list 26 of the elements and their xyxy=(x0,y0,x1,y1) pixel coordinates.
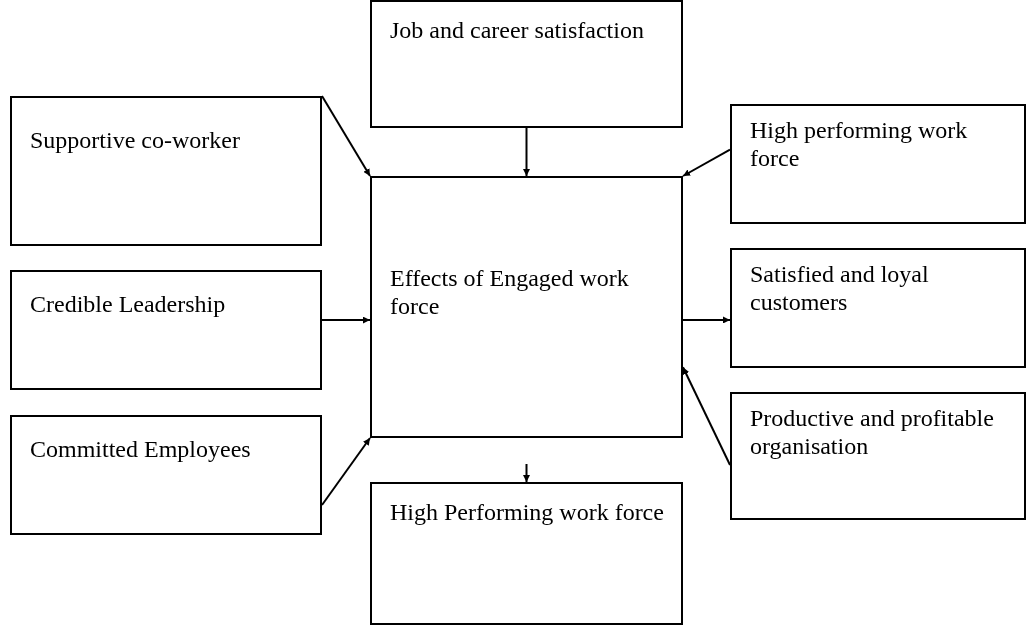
text-box xyxy=(370,0,683,128)
arrow xyxy=(523,463,530,483)
text-box xyxy=(370,176,683,438)
text-box xyxy=(730,104,1026,224)
arrow xyxy=(682,316,731,324)
text-box xyxy=(370,482,683,625)
box-label: Job and career satisfaction xyxy=(390,16,645,44)
arrow xyxy=(682,366,731,466)
text-box xyxy=(10,270,322,390)
arrow xyxy=(321,437,371,506)
box-label: High performing work force xyxy=(750,116,969,172)
arrow xyxy=(321,95,371,177)
arrow xyxy=(682,148,731,177)
box-label: Effects of Engaged work force xyxy=(390,264,630,320)
box-label: Satisfied and loyal customers xyxy=(750,260,930,316)
box-label: Supportive co-worker xyxy=(30,126,241,154)
text-box xyxy=(10,96,322,246)
box-label: High Performing work force xyxy=(390,498,665,526)
box-label: Committed Employees xyxy=(30,435,252,463)
text-box xyxy=(730,248,1026,368)
text-box xyxy=(730,392,1026,520)
box-label: Productive and profitable organisation xyxy=(750,404,995,460)
box-label: Credible Leadership xyxy=(30,290,227,318)
arrow xyxy=(523,127,530,177)
arrow xyxy=(321,316,371,324)
text-box xyxy=(10,415,322,535)
